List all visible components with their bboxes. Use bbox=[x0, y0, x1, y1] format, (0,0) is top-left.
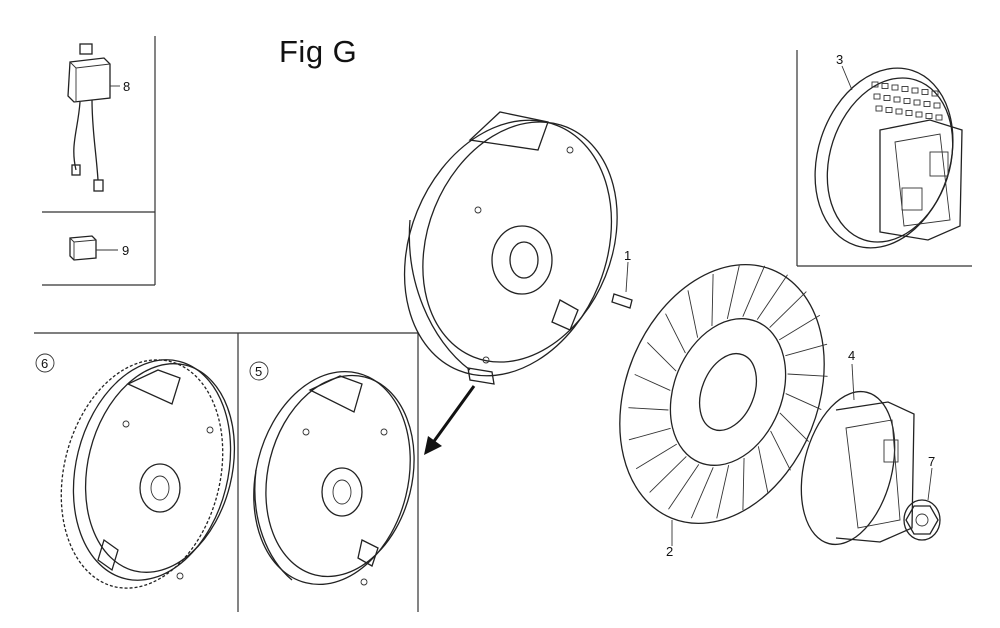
part-7-nut bbox=[903, 467, 941, 541]
vent-slot bbox=[903, 98, 911, 104]
callout-4: 4 bbox=[848, 348, 855, 363]
fan-blade bbox=[785, 393, 822, 410]
callout-6: 6 bbox=[41, 356, 48, 371]
callout-2: 2 bbox=[666, 544, 673, 559]
fan-blade bbox=[716, 465, 730, 519]
callout-5: 5 bbox=[255, 364, 262, 379]
fan-blade bbox=[756, 274, 788, 320]
fan-blade bbox=[779, 314, 821, 341]
part-4-collar bbox=[800, 363, 915, 546]
callout-8: 8 bbox=[123, 79, 130, 94]
part-2-cooling-fan bbox=[619, 264, 828, 546]
main-flywheel bbox=[403, 111, 618, 385]
fan-blade bbox=[726, 265, 740, 319]
callout-3: 3 bbox=[836, 52, 843, 67]
fan-blade bbox=[687, 290, 699, 338]
part-1-key bbox=[611, 261, 633, 309]
callout-7: 7 bbox=[928, 454, 935, 469]
vent-slot bbox=[871, 81, 879, 88]
fan-blade bbox=[769, 291, 807, 328]
callout-5-circle bbox=[249, 361, 269, 381]
fan-blade bbox=[787, 373, 828, 377]
part-5-flywheel bbox=[253, 370, 415, 586]
vent-slot bbox=[893, 96, 901, 103]
callout-labels: 1 2 3 4 5 6 7 8 9 bbox=[35, 52, 935, 559]
part-3-starter-cup bbox=[814, 65, 963, 249]
vent-slot bbox=[873, 93, 881, 100]
fan-blade bbox=[649, 456, 687, 493]
vent-slot bbox=[883, 95, 891, 101]
fan-blade bbox=[742, 457, 745, 511]
vent-slot bbox=[891, 84, 899, 91]
vent-slot bbox=[913, 99, 921, 106]
fan-blade bbox=[634, 374, 671, 391]
vent-slot bbox=[923, 101, 931, 107]
vent-slot bbox=[901, 86, 909, 92]
panel-borders bbox=[34, 36, 972, 612]
vent-slot bbox=[915, 111, 923, 118]
part-6-flywheel-ring-gear bbox=[60, 359, 236, 589]
fan-blade bbox=[770, 430, 791, 471]
fan-blade bbox=[628, 407, 669, 411]
vent-slot bbox=[921, 89, 929, 95]
fan-blade bbox=[779, 412, 809, 442]
part-8-regulator bbox=[67, 43, 120, 192]
callout-9: 9 bbox=[122, 243, 129, 258]
vent-slot bbox=[925, 113, 933, 119]
vent-slot bbox=[895, 108, 903, 115]
fan-blade bbox=[628, 427, 671, 441]
vent-slot bbox=[935, 114, 943, 121]
direction-arrow bbox=[424, 385, 476, 455]
part-9-connector bbox=[69, 235, 118, 261]
fan-blade bbox=[635, 443, 677, 470]
callout-6-circle bbox=[35, 353, 55, 373]
figure-title: Fig G bbox=[279, 34, 358, 69]
callout-1: 1 bbox=[624, 248, 631, 263]
fan-blade bbox=[647, 342, 677, 372]
vent-slot bbox=[905, 110, 913, 116]
vent-slot bbox=[911, 87, 919, 94]
fan-blade bbox=[742, 265, 766, 317]
fan-blade bbox=[665, 313, 686, 354]
fan-blade bbox=[668, 464, 700, 510]
vent-slot bbox=[931, 90, 939, 97]
fan-blade bbox=[711, 273, 714, 327]
vent-slot bbox=[885, 107, 893, 113]
fan-blade bbox=[757, 446, 769, 494]
vent-slot bbox=[875, 105, 883, 112]
vent-slot bbox=[881, 83, 889, 89]
fan-blade bbox=[690, 467, 714, 519]
fan-blade bbox=[785, 343, 828, 357]
vent-slot bbox=[933, 102, 941, 109]
